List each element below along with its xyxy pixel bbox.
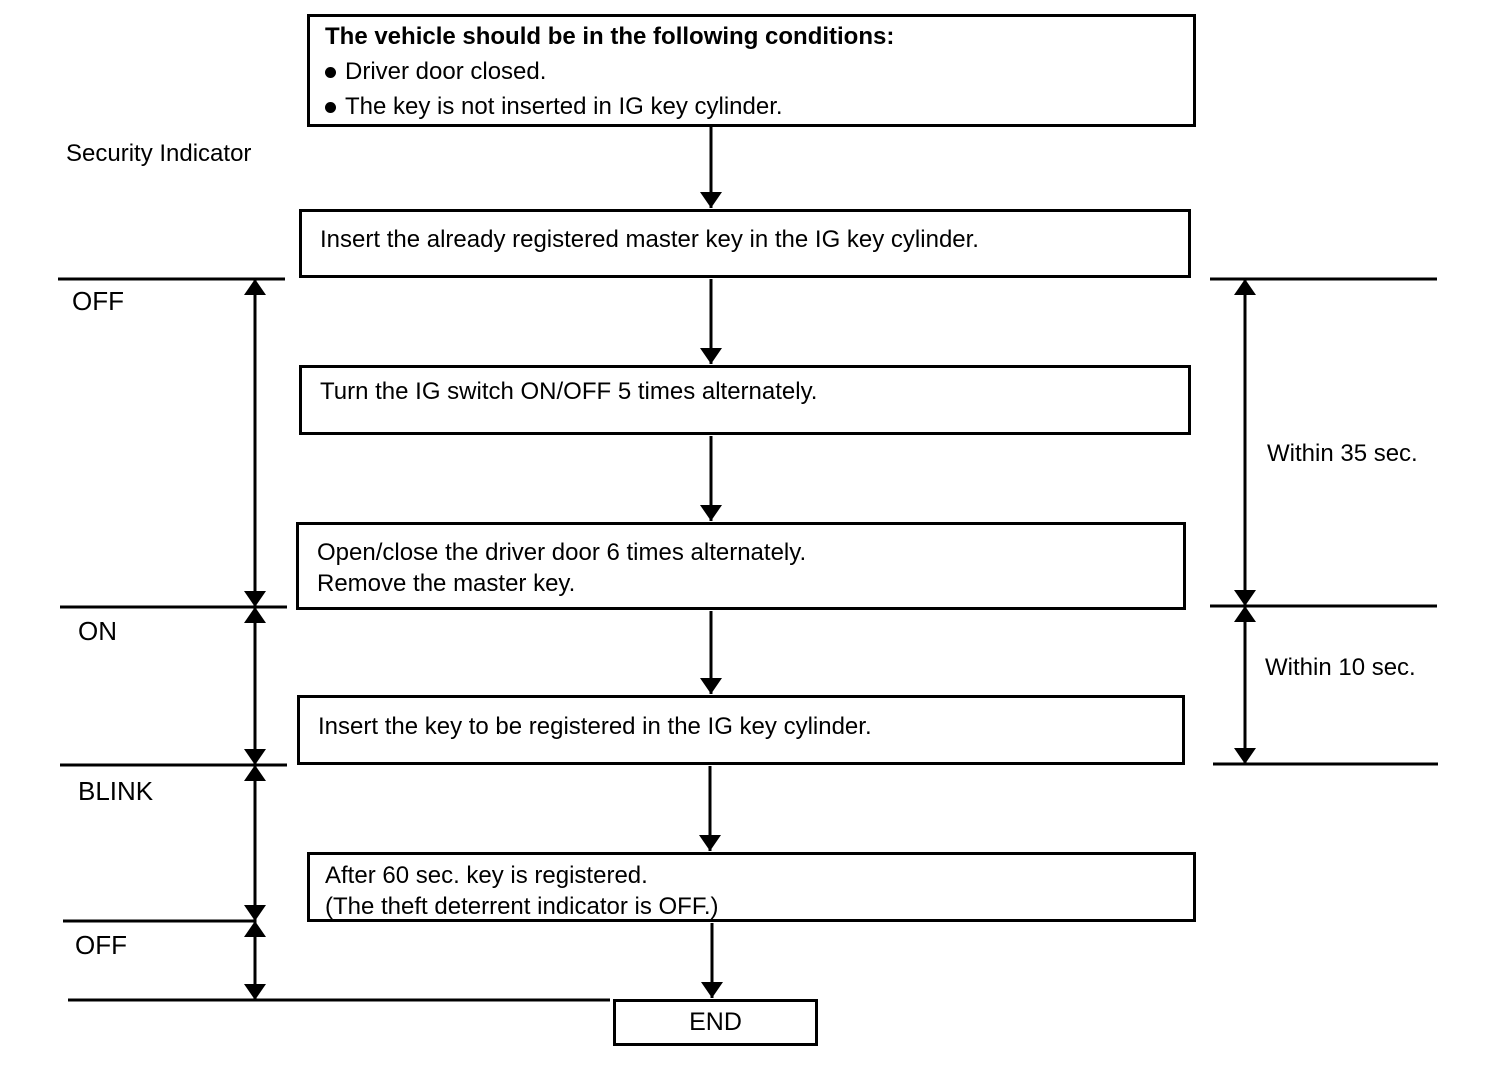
condition-item: The key is not inserted in IG key cylind…: [325, 92, 1179, 122]
state-label-off-1: OFF: [72, 286, 124, 316]
step-box-turn-ig-switch: Turn the IG switch ON/OFF 5 times altern…: [299, 365, 1191, 435]
state-label-blink: BLINK: [78, 776, 154, 806]
step-box-open-close-door: Open/close the driver door 6 times alter…: [296, 522, 1186, 610]
step-text: (The theft deterrent indicator is OFF.): [325, 893, 719, 920]
conditions-title: The vehicle should be in the following c…: [325, 23, 895, 50]
step-text: Insert the key to be registered in the I…: [318, 713, 872, 740]
end-box: END: [613, 999, 818, 1046]
step-text: Insert the already registered master key…: [320, 226, 979, 253]
condition-text: The key is not inserted in IG key cylind…: [345, 93, 783, 120]
bullet-icon: [325, 66, 336, 78]
step-text: Open/close the driver door 6 times alter…: [317, 539, 807, 566]
step-text: After 60 sec. key is registered.: [325, 862, 648, 889]
step-box-key-registered: After 60 sec. key is registered. (The th…: [307, 852, 1196, 922]
step-text: Remove the master key.: [317, 570, 576, 597]
step-text: Turn the IG switch ON/OFF 5 times altern…: [320, 378, 818, 405]
condition-item: Driver door closed.: [325, 57, 1179, 87]
bullet-icon: [325, 101, 336, 113]
conditions-box: The vehicle should be in the following c…: [307, 14, 1196, 127]
condition-text: Driver door closed.: [345, 58, 547, 85]
state-label-on: ON: [78, 616, 117, 646]
security-indicator-label: Security Indicator: [66, 140, 252, 167]
timing-label-within-35-sec: Within 35 sec.: [1267, 440, 1418, 467]
step-box-insert-master-key: Insert the already registered master key…: [299, 209, 1191, 278]
state-label-off-2: OFF: [75, 930, 127, 960]
timing-label-within-10-sec: Within 10 sec.: [1265, 654, 1416, 681]
step-box-insert-new-key: Insert the key to be registered in the I…: [297, 695, 1185, 765]
end-label: END: [689, 1008, 742, 1036]
